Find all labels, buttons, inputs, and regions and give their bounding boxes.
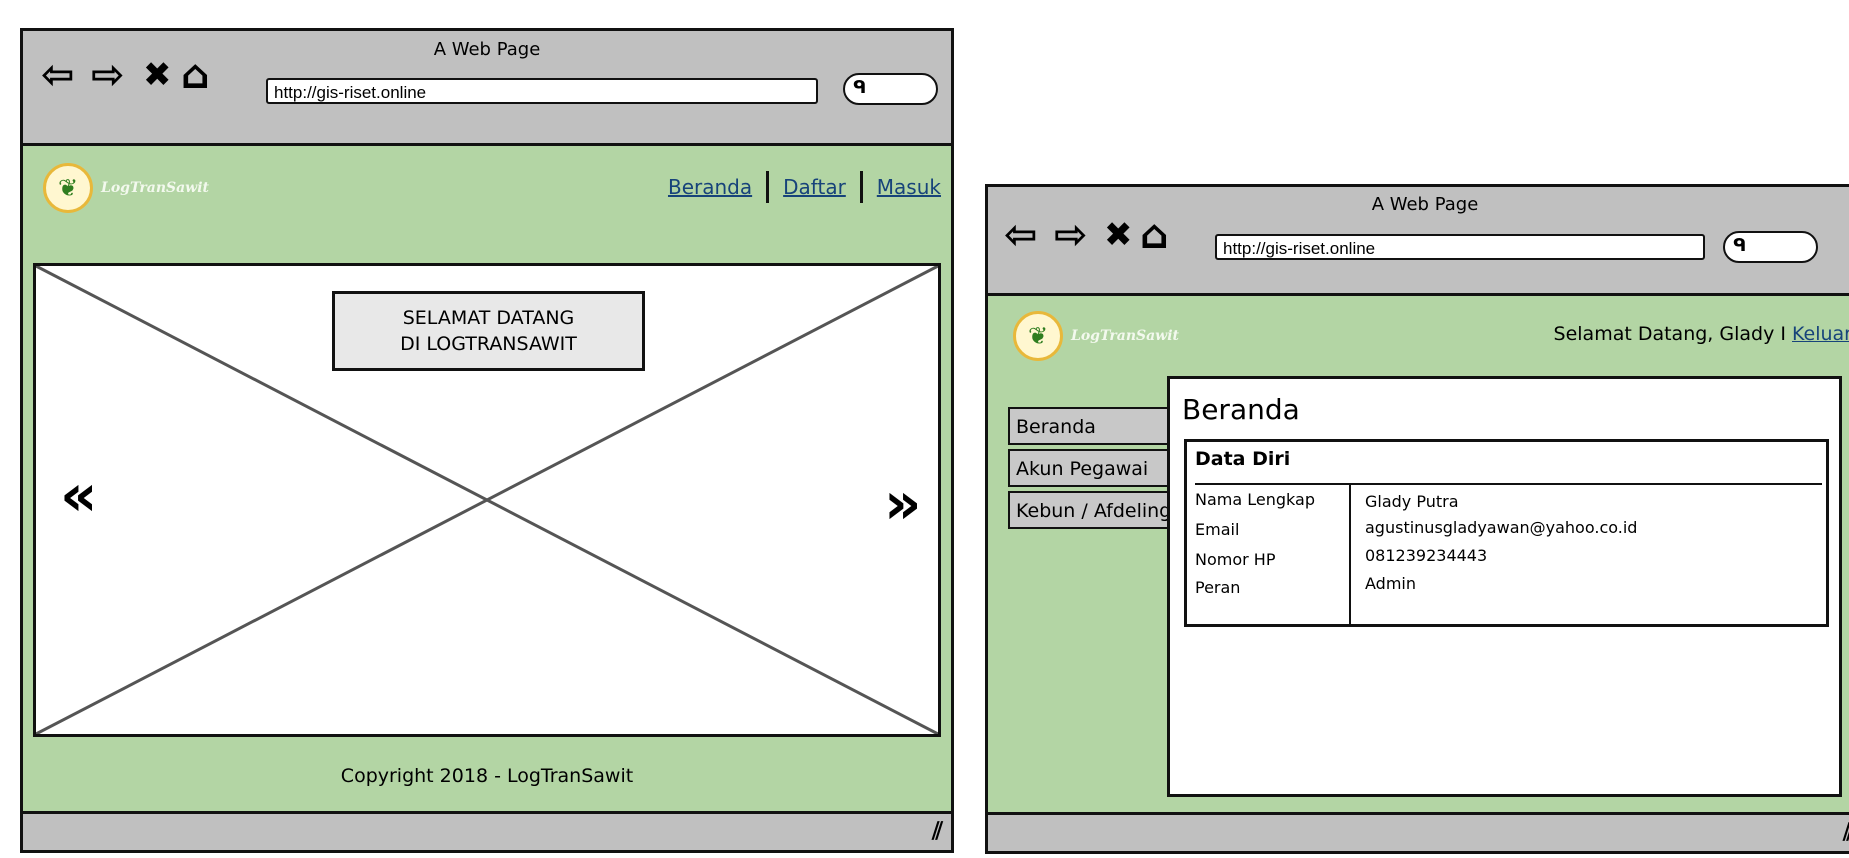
browser-chrome: A Web Page ⇦ ⇨ ✖ ⌂ http://gis-riset.onli… xyxy=(23,31,951,146)
home-icon[interactable]: ⌂ xyxy=(181,52,210,98)
sidebar-item-akun-pegawai[interactable]: Akun Pegawai xyxy=(1008,449,1176,487)
site-logo[interactable]: ❦ LogTranSawit xyxy=(43,163,209,213)
field-label: Email xyxy=(1195,520,1240,539)
browser-window-home: A Web Page ⇦ ⇨ ✖ ⌂ http://gis-riset.onli… xyxy=(20,28,954,853)
field-value: 081239234443 xyxy=(1365,546,1488,565)
welcome-line-1: SELAMAT DATANG xyxy=(402,307,575,329)
palm-logo-icon: ❦ xyxy=(43,163,93,213)
logo-text: LogTranSawit xyxy=(1071,328,1180,344)
greeting-text: Selamat Datang, Glady I xyxy=(1553,323,1786,345)
search-box[interactable]: ᑫ xyxy=(1723,231,1818,263)
field-label: Nomor HP xyxy=(1195,550,1276,569)
search-icon: ᑫ xyxy=(1733,235,1747,256)
back-arrow-icon[interactable]: ⇦ xyxy=(41,52,75,98)
logout-link[interactable]: Keluar xyxy=(1792,323,1849,345)
field-value: Glady Putra xyxy=(1365,492,1459,511)
footer-copyright: Copyright 2018 - LogTranSawit xyxy=(340,765,634,787)
search-icon: ᑫ xyxy=(853,77,867,98)
column-divider xyxy=(1349,485,1351,624)
stop-icon[interactable]: ✖ xyxy=(1104,215,1133,255)
image-placeholder-cross xyxy=(36,266,938,734)
window-title: A Web Page xyxy=(433,39,541,60)
field-value: Admin xyxy=(1365,574,1416,593)
browser-statusbar: ⫽ xyxy=(23,811,951,850)
hero-image-slider: SELAMAT DATANG DI LOGTRANSAWIT « » xyxy=(33,263,941,737)
stop-icon[interactable]: ✖ xyxy=(143,55,172,95)
url-input[interactable]: http://gis-riset.online xyxy=(1215,234,1705,260)
browser-window-dashboard: A Web Page ⇦ ⇨ ✖ ⌂ http://gis-riset.onli… xyxy=(985,184,1849,854)
slider-next-icon[interactable]: » xyxy=(884,469,922,537)
profile-card: Data Diri Nama Lengkap Glady Putra Email… xyxy=(1184,439,1829,627)
nav-divider xyxy=(766,171,770,203)
card-divider xyxy=(1195,483,1822,485)
nav-link-beranda[interactable]: Beranda xyxy=(667,175,753,199)
url-input[interactable]: http://gis-riset.online xyxy=(266,78,818,104)
forward-arrow-icon[interactable]: ⇨ xyxy=(1054,212,1088,258)
welcome-line-2: DI LOGTRANSAWIT xyxy=(400,333,577,355)
window-title: A Web Page xyxy=(1371,194,1479,215)
palm-logo-icon: ❦ xyxy=(1013,311,1063,361)
resize-grip-icon[interactable]: ⫽ xyxy=(932,817,943,845)
search-box[interactable]: ᑫ xyxy=(843,73,938,105)
home-icon[interactable]: ⌂ xyxy=(1140,212,1169,258)
site-logo[interactable]: ❦ LogTranSawit xyxy=(1013,311,1179,361)
user-greeting: Selamat Datang, Glady I Keluar xyxy=(1554,323,1849,345)
slider-prev-icon[interactable]: « xyxy=(60,461,98,529)
top-nav: Beranda Daftar Masuk xyxy=(668,171,941,203)
welcome-banner: SELAMAT DATANG DI LOGTRANSAWIT xyxy=(332,291,645,371)
nav-divider xyxy=(859,171,863,203)
browser-chrome: A Web Page ⇦ ⇨ ✖ ⌂ http://gis-riset.onli… xyxy=(988,187,1849,296)
nav-link-daftar[interactable]: Daftar xyxy=(783,175,846,199)
field-value: agustinusgladyawan@yahoo.co.id xyxy=(1365,518,1638,537)
back-arrow-icon[interactable]: ⇦ xyxy=(1004,212,1038,258)
field-label: Nama Lengkap xyxy=(1195,490,1315,509)
page-title: Beranda xyxy=(1182,393,1300,426)
logo-text: LogTranSawit xyxy=(101,180,210,196)
forward-arrow-icon[interactable]: ⇨ xyxy=(91,52,125,98)
main-content: Beranda Data Diri Nama Lengkap Glady Put… xyxy=(1167,376,1842,797)
browser-statusbar: ⫽ xyxy=(988,812,1849,851)
card-title: Data Diri xyxy=(1195,448,1291,470)
sidebar-item-beranda[interactable]: Beranda xyxy=(1008,407,1176,445)
sidebar-item-kebun-afdeling[interactable]: Kebun / Afdeling xyxy=(1008,491,1176,529)
nav-link-masuk[interactable]: Masuk xyxy=(876,175,941,199)
resize-grip-icon[interactable]: ⫽ xyxy=(1843,818,1849,846)
field-label: Peran xyxy=(1195,578,1241,597)
